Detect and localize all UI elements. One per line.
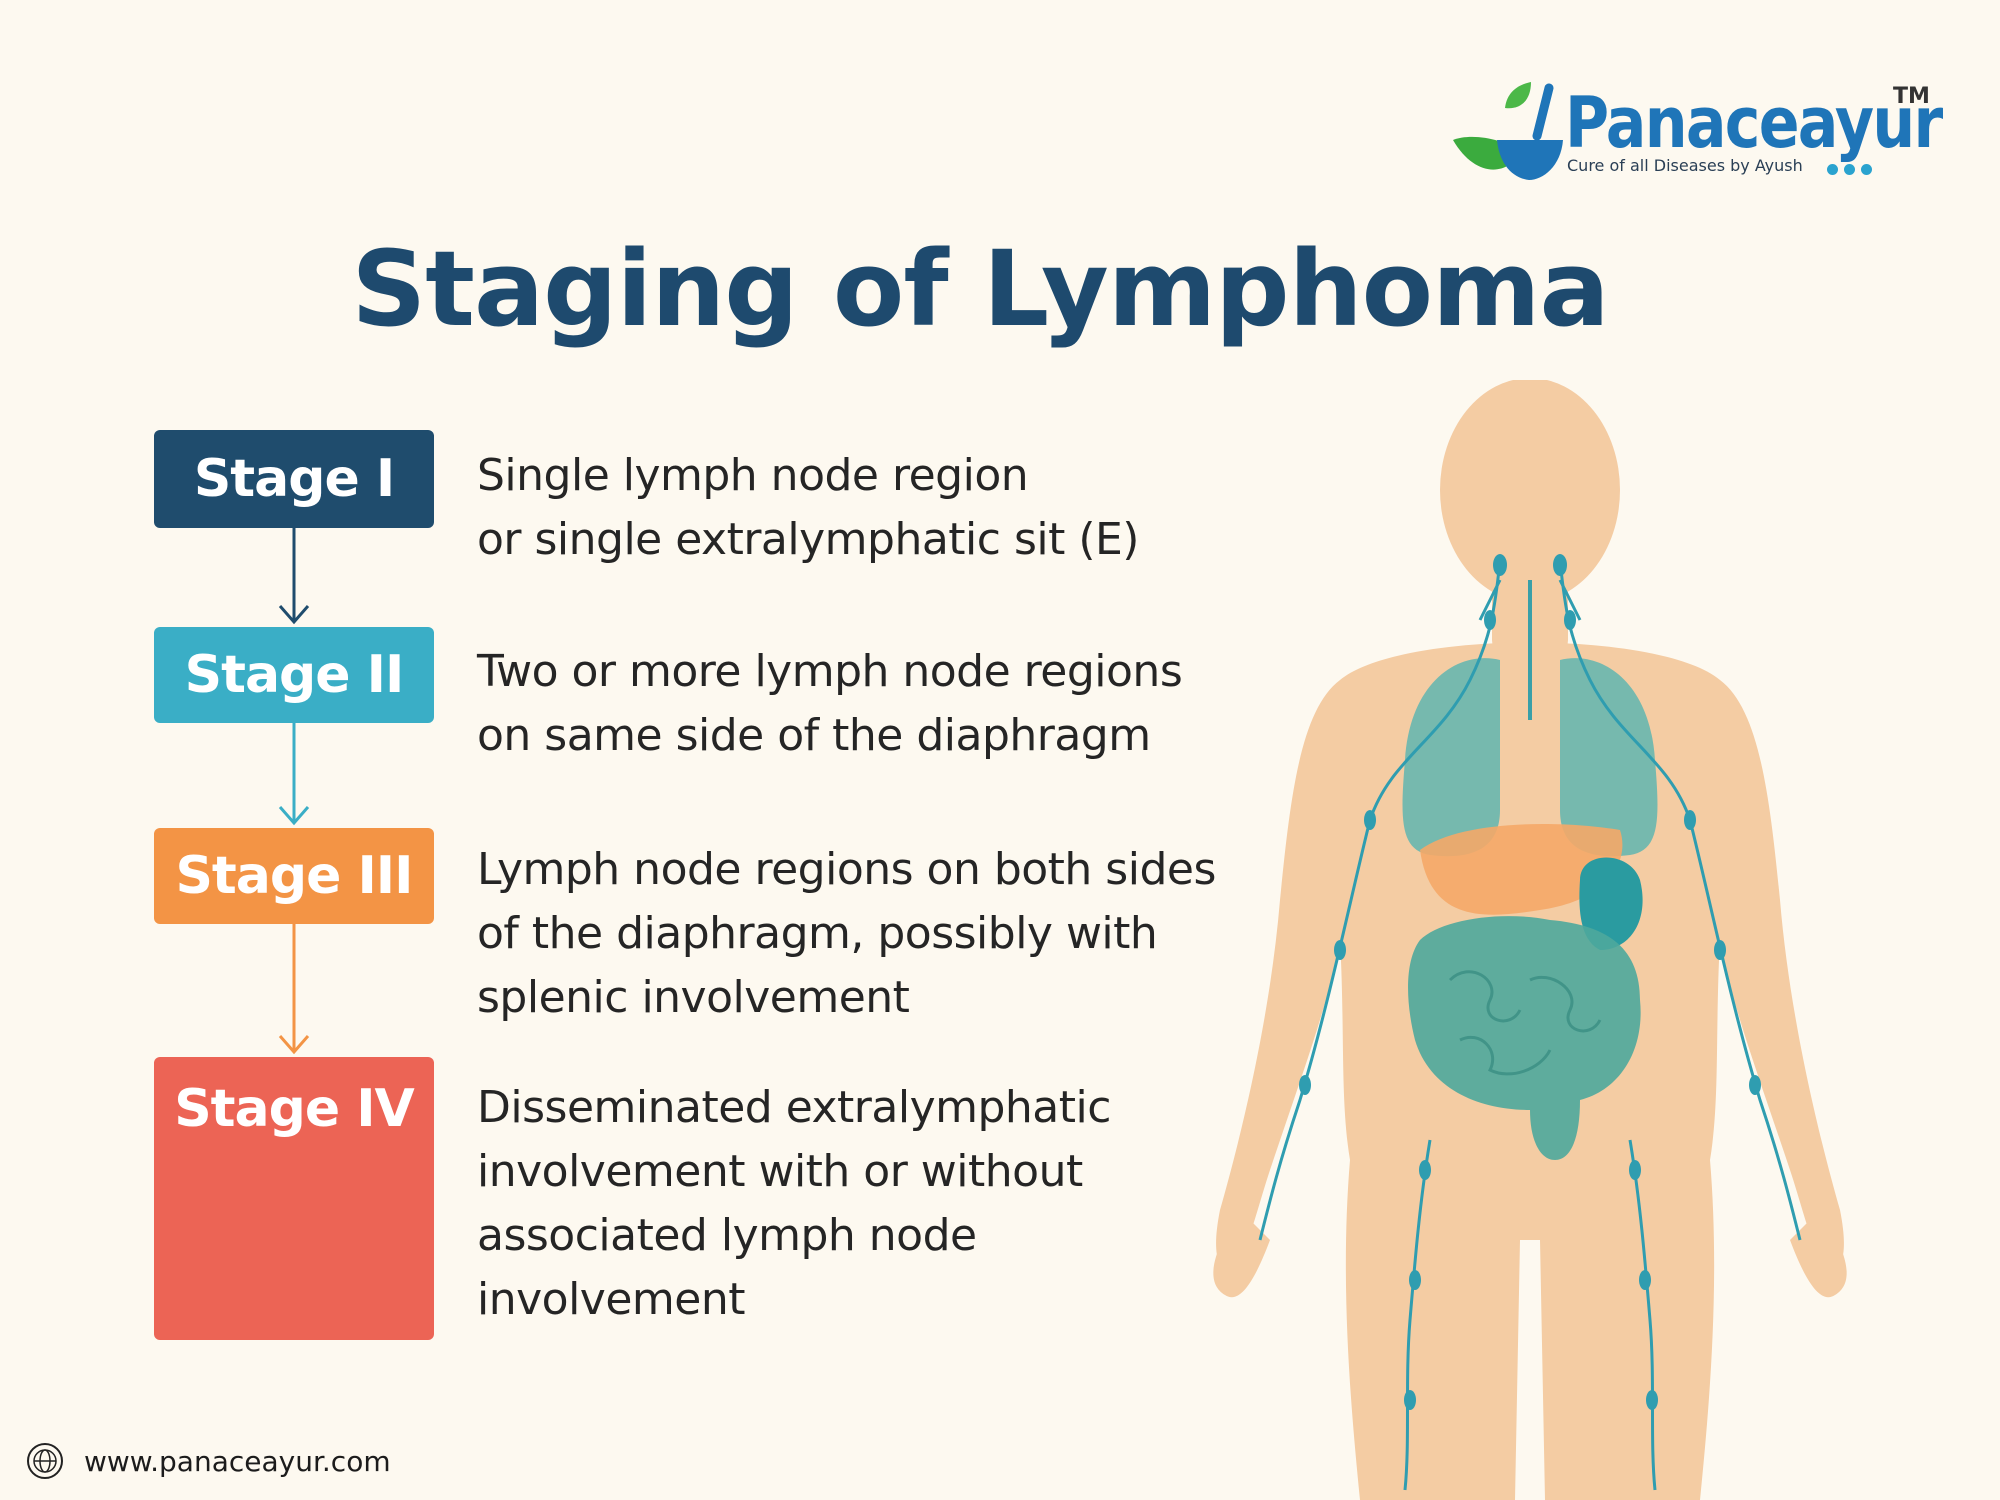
- stage-1-box: Stage I: [154, 430, 434, 528]
- website-link[interactable]: www.panaceayur.com: [84, 1444, 391, 1478]
- stage-4-description: Disseminated extralymphatic involvement …: [477, 1082, 1111, 1325]
- leaf-mortar-icon: [1453, 82, 1563, 180]
- stage-3-description: Lymph node regions on both sides of the …: [477, 844, 1216, 1023]
- intestine-coils: [1448, 970, 1602, 1076]
- brand-logo: Panaceayur TM Cure of all Diseases by Ay…: [1445, 78, 1943, 188]
- brand-name: Panaceayur: [1565, 82, 1943, 164]
- stage-3-box: Stage III: [154, 828, 434, 924]
- brand-tagline: Cure of all Diseases by Ayush: [1567, 156, 1803, 175]
- logo-dots: [1827, 160, 1878, 179]
- footer: www.panaceayur.com: [26, 1442, 391, 1480]
- lymph-vessels: [1258, 559, 1802, 1491]
- stage-4-box: Stage IV: [154, 1057, 434, 1340]
- left-lung: [1402, 658, 1500, 857]
- human-body-lymphatic-illustration: [1213, 380, 1847, 1500]
- trademark-symbol: TM: [1893, 84, 1930, 109]
- intestines: [1408, 916, 1641, 1160]
- arrow-stage1-to-stage2: [278, 528, 310, 625]
- globe-icon: [27, 1443, 63, 1479]
- stage-1-description: Single lymph node region or single extra…: [477, 450, 1139, 565]
- right-lung: [1560, 658, 1658, 857]
- page-title: Staging of Lymphoma: [351, 228, 1609, 350]
- arrow-stage2-to-stage3: [278, 723, 310, 826]
- stage-2-description: Two or more lymph node regions on same s…: [477, 646, 1183, 761]
- arrow-stage3-to-stage4: [278, 924, 310, 1055]
- stage-2-box: Stage II: [154, 627, 434, 723]
- liver: [1420, 824, 1623, 915]
- lymph-nodes: [1299, 554, 1761, 1410]
- spleen: [1579, 857, 1643, 950]
